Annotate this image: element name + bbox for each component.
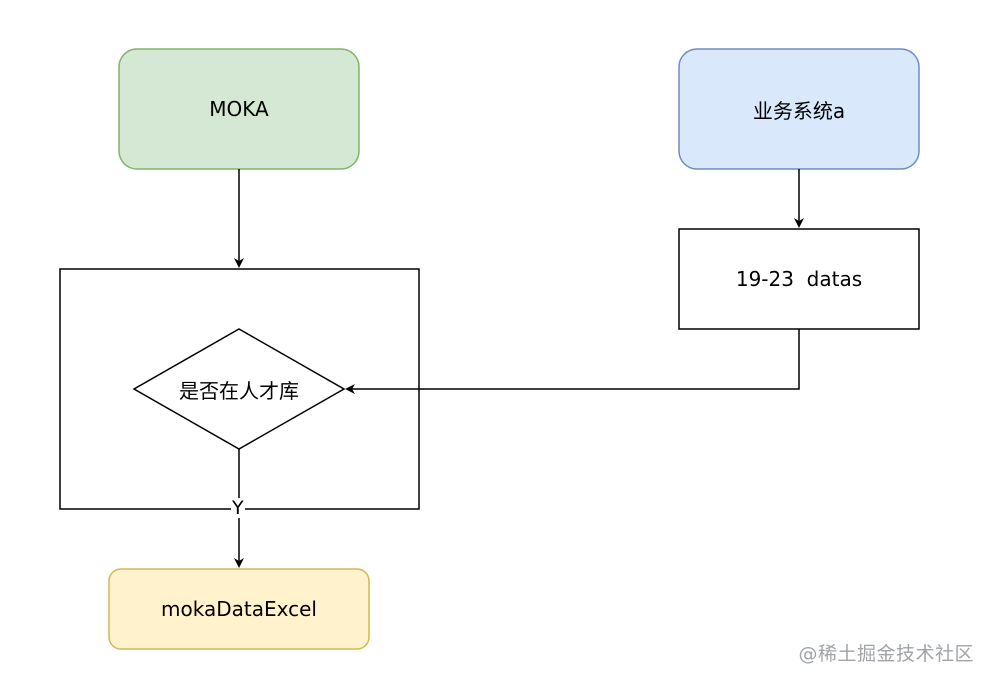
watermark: @稀土掘金技术社区: [798, 643, 974, 665]
yes-edge-label: Y: [231, 497, 245, 519]
output-node: [108, 568, 370, 650]
decision-diamond: [132, 328, 346, 450]
datas-node: [678, 228, 920, 330]
business-system-node: [678, 48, 920, 170]
edge-datas-to-decision: [345, 329, 800, 394]
moka-node: [118, 48, 360, 170]
